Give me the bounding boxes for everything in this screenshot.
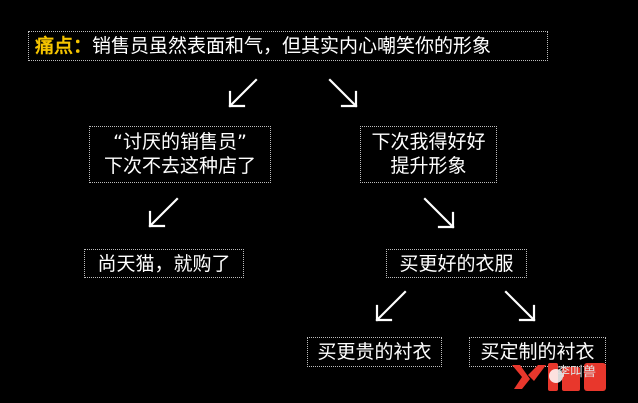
node-left-outcome: 尚天猫，就购了 [84,249,244,278]
watermark-logo [512,363,606,391]
pain-point-label: 痛点： [35,35,93,57]
node-right-outcome: 买更好的衣服 [386,249,527,278]
arrow-outcome-to-option-a [375,290,407,322]
node-left-thought-line2: 下次不去这种店了 [103,155,256,177]
node-right-thought: 下次我得好好 提升形象 [360,126,497,183]
pain-point-text: 销售员虽然表面和气，但其实内心嘲笑你的形象 [92,35,492,57]
pain-point-title: 痛点：销售员虽然表面和气，但其实内心嘲笑你的形象 [28,31,548,61]
node-right-thought-line1: 下次我得好好 [371,131,486,153]
node-left-thought-line1: “讨厌的销售员” [113,131,247,153]
watermark-author: 李叫兽 [557,365,597,380]
node-right-thought-line2: 提升形象 [390,155,467,177]
node-left-thought: “讨厌的销售员” 下次不去这种店了 [89,126,271,183]
arrow-right-thought-to-outcome [423,197,455,229]
node-option-a: 买更贵的衬衣 [307,337,442,367]
arrow-title-to-left [228,78,258,108]
arrow-title-to-right [328,78,358,108]
arrow-left-thought-to-outcome [148,197,179,228]
arrow-outcome-to-option-b [504,290,536,322]
